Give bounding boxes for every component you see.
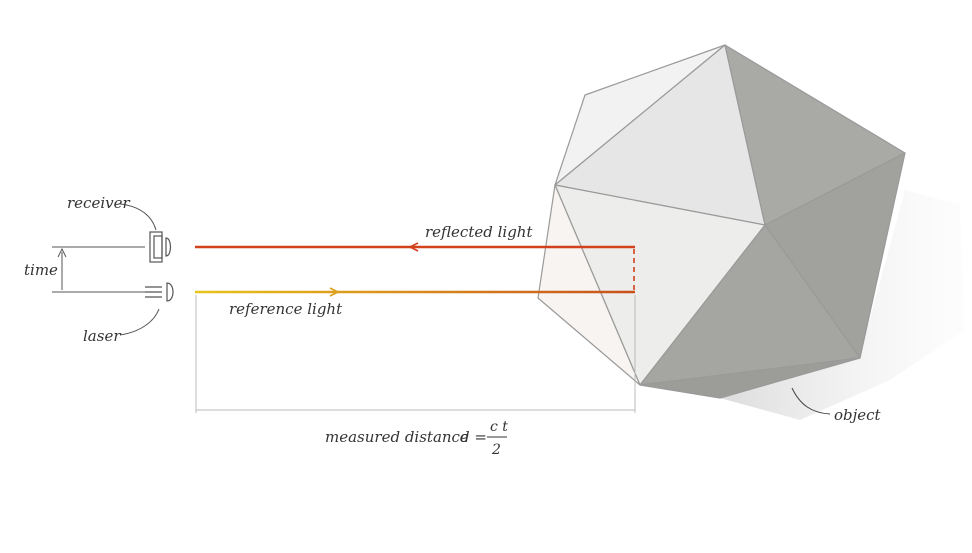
reflected-light-label: reflected light	[425, 223, 533, 241]
object-polyhedron	[537, 44, 906, 399]
laser-icon	[145, 282, 174, 302]
reference-light-label: reference light	[229, 300, 343, 318]
object-leader	[791, 387, 831, 415]
object-face	[537, 184, 641, 386]
receiver-leader	[119, 203, 157, 231]
receiver-icon	[149, 231, 172, 263]
laser-leader	[119, 308, 160, 336]
time-label: time	[24, 261, 58, 279]
time-arrow-head	[57, 247, 67, 258]
object-shadow	[720, 190, 965, 420]
reference-beam-arrow	[329, 287, 340, 297]
object-face	[639, 357, 861, 399]
formula-lhs: d =	[460, 428, 487, 446]
formula-denominator: 2	[491, 442, 501, 458]
formula-numerator: c t	[490, 419, 508, 435]
distance-bracket	[195, 295, 636, 413]
measured-distance-label: measured distance	[325, 428, 469, 446]
laser-label: laser	[83, 327, 121, 345]
object-label: object	[834, 406, 882, 424]
receiver-label: receiver	[67, 194, 130, 212]
reflected-beam-arrow	[408, 242, 419, 252]
